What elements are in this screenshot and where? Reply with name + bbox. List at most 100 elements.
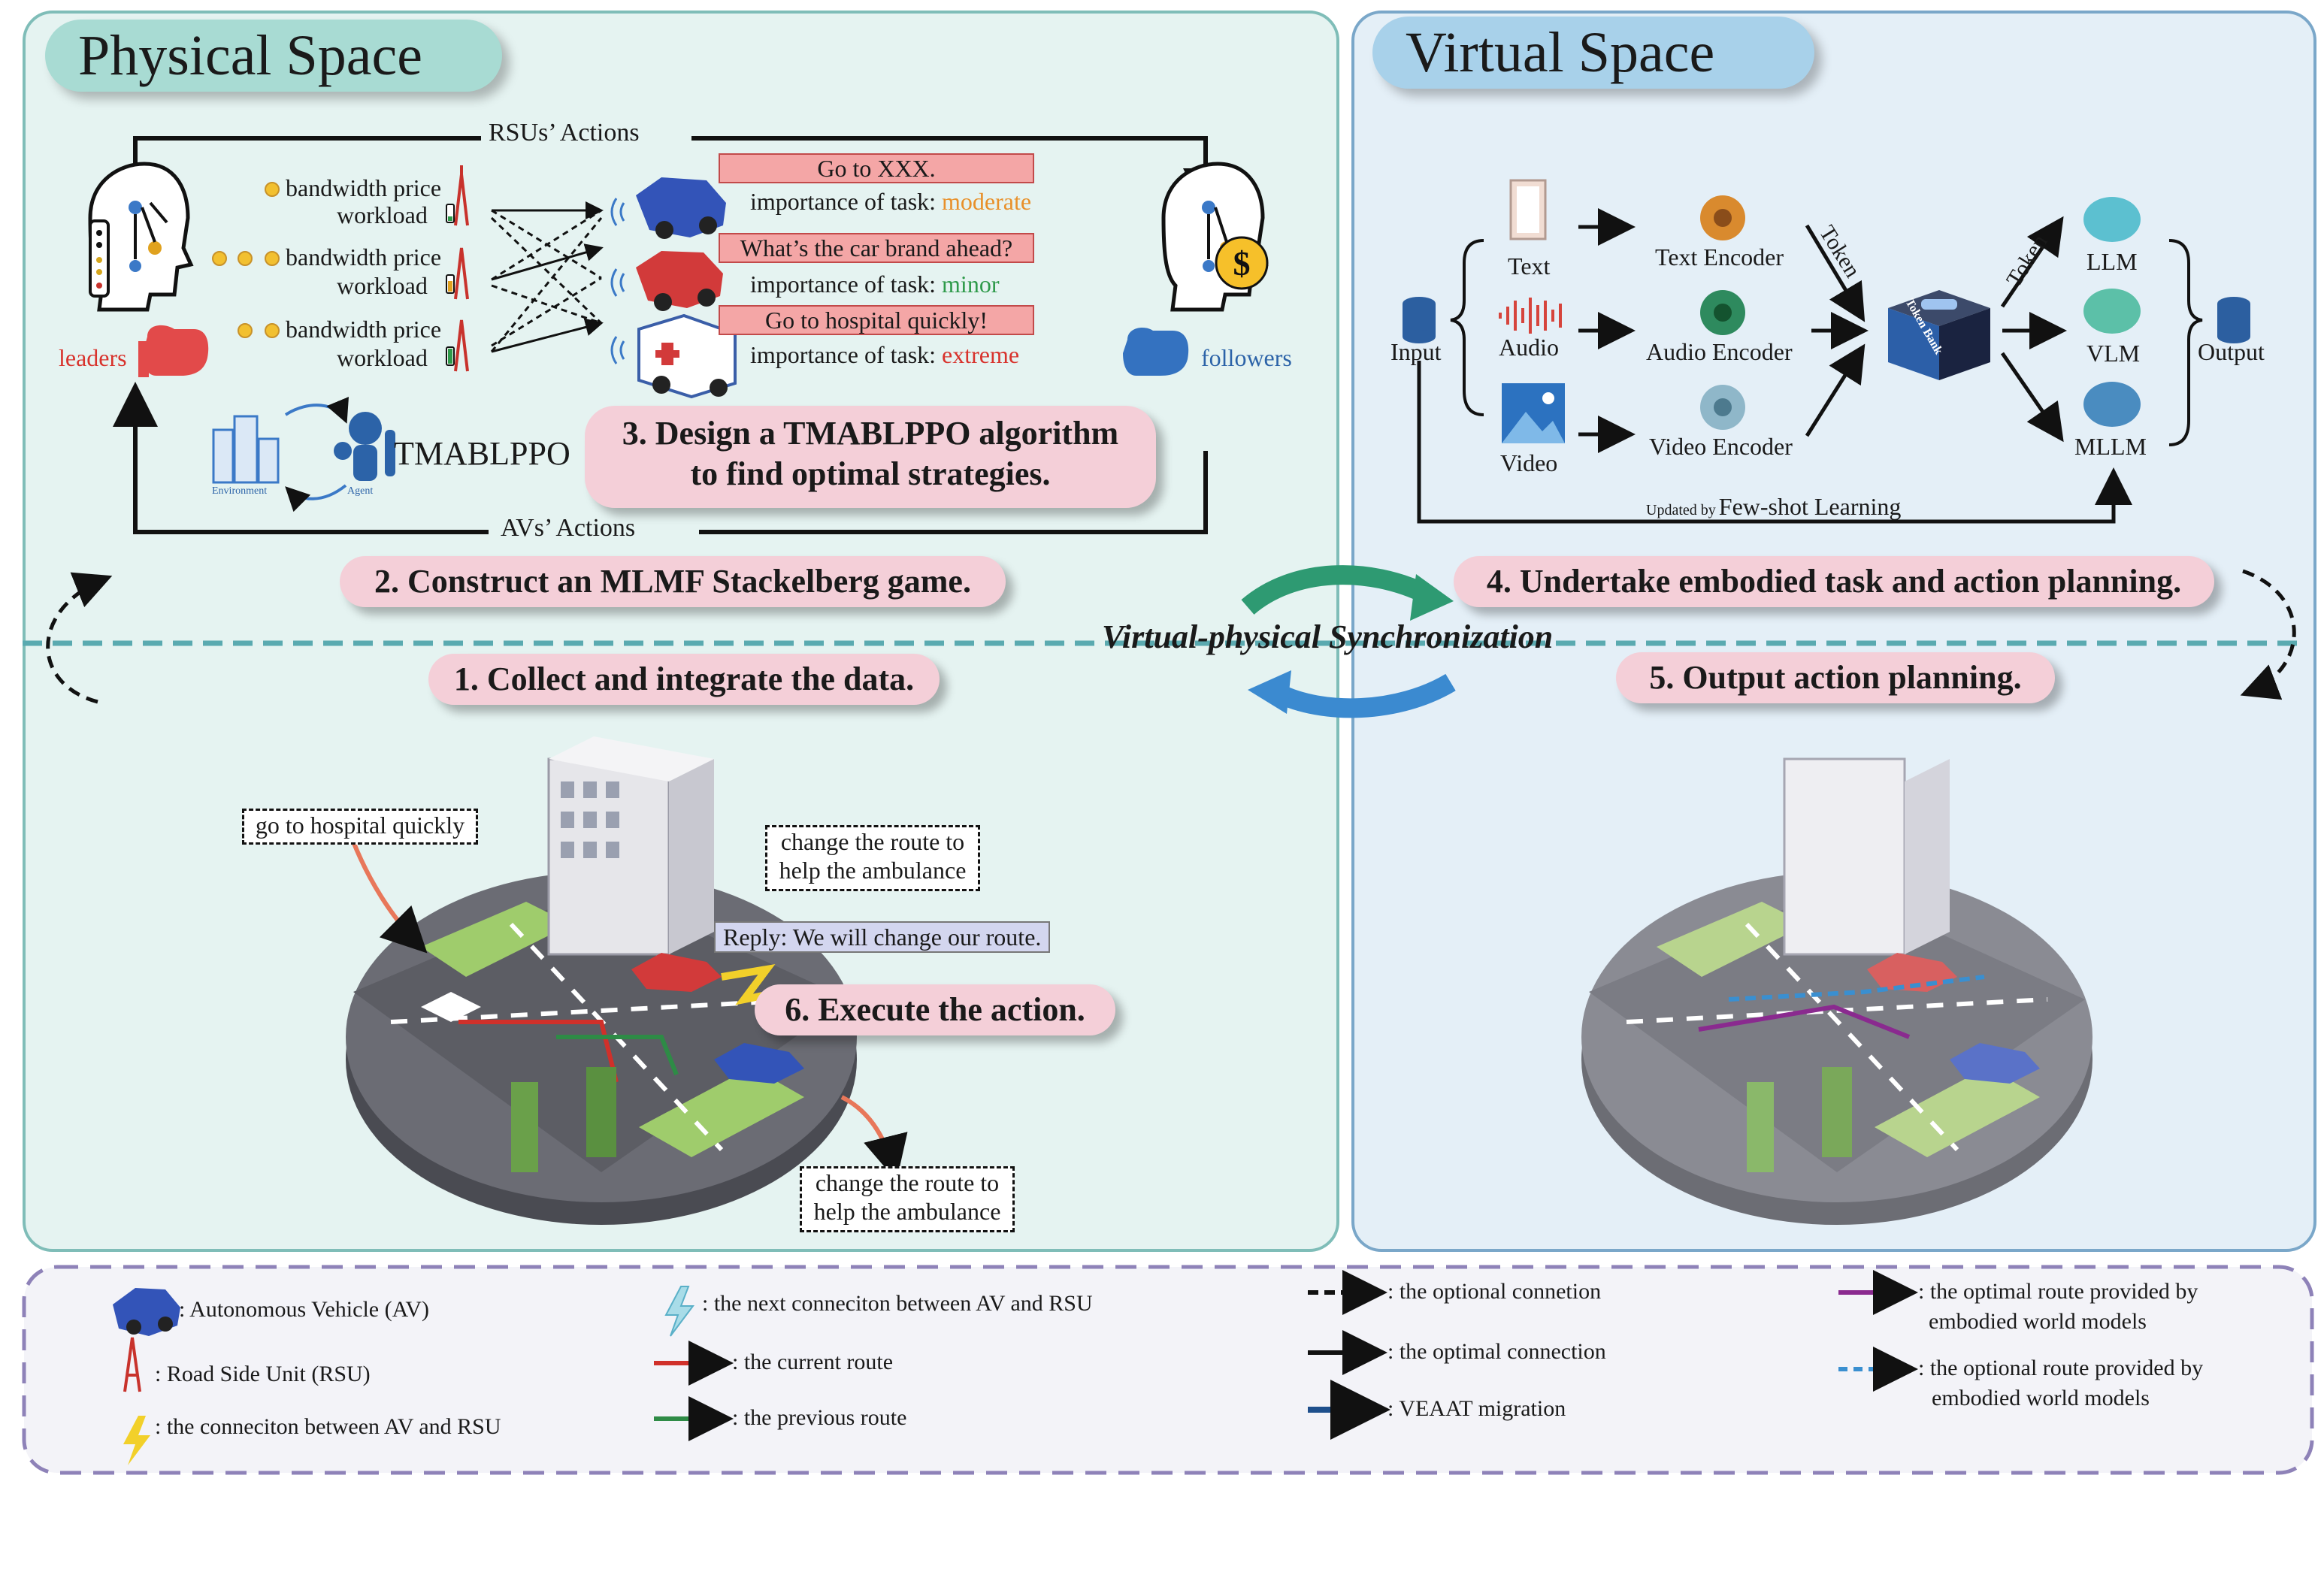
legend-optional-route-line-2: embodied world models [1932,1386,2150,1410]
agent-icon [334,412,395,481]
request-bubble-1: Go to XXX. [719,153,1034,183]
leaders-hand-icon [143,325,209,376]
step-6-pill: 6. Execute the action. [755,984,1115,1035]
few-shot-row: Updated by Few-shot Learning [1646,493,1901,521]
change-route-bottom-line-1: change the route to [815,1169,1000,1196]
text-doc-icon [1509,179,1547,240]
virtual-city-scene [1581,757,2093,1225]
video-image-icon [1502,383,1565,443]
legend-optional-connection-label: : the optional connetion [1387,1279,1602,1304]
legend-rsu-label: : Road Side Unit (RSU) [155,1362,371,1386]
change-route-note-top: change the route to help the ambulance [765,825,980,891]
legend-connection-label: : the conneciton between AV and RSU [155,1414,501,1439]
step-3-pill: 3. Design a TMABLPPO algorithm to find o… [585,406,1156,508]
request-bubble-3: Go to hospital quickly! [719,305,1034,335]
importance-label-1: importance of task: [750,188,937,215]
tmablppo-label: TMABLPPO [394,435,570,472]
legend-av-icon [113,1288,180,1336]
bandwidth-price-label-3: bandwidth price [286,316,442,343]
importance-row-2: importance of task: minor [750,271,999,298]
updated-by-label: Updated by [1646,502,1716,518]
environment-icon [212,415,280,484]
token-bank-icon [1888,290,1990,380]
output-database-icon [2217,297,2250,343]
change-route-bottom-line-2: help the ambulance [813,1198,1001,1225]
workload-label-2: workload [337,272,428,299]
modality-audio-label: Audio [1499,334,1559,361]
audio-encoder-gear-icon [1700,290,1745,335]
input-label: Input [1390,338,1442,365]
environment-label: Environment [212,485,268,497]
followers-label: followers [1201,344,1292,371]
model-vlm-label: VLM [2086,340,2141,367]
modality-video-label: Video [1500,449,1558,476]
dollar-icon: $ [1233,244,1251,283]
virtual-space-title: Virtual Space [1372,17,1814,89]
legend-lightning-icon [123,1416,150,1465]
rsus-actions-label: RSUs’ Actions [489,119,640,147]
video-encoder-gear-icon [1700,385,1745,430]
step-2-pill: 2. Construct an MLMF Stackelberg game. [340,556,1006,607]
mllm-brain-icon [2083,382,2141,427]
avs-actions-label: AVs’ Actions [501,514,636,542]
legend-next-lightning-icon [664,1286,694,1337]
reply-bubble: Reply: We will change our route. [714,921,1051,953]
followers-head-icon [1161,162,1269,312]
physical-city-scene [346,736,908,1225]
text-encoder-gear-icon [1700,195,1745,240]
followers-hand-icon [1123,328,1189,376]
step-4-pill: 4. Undertake embodied task and action pl… [1454,556,2214,607]
importance-label-2: importance of task: [750,271,937,298]
importance-row-3: importance of task: extreme [750,341,1019,369]
leaders-head-icon [88,162,194,312]
av-car-icon [636,177,726,239]
step-3-line-2: to find optimal strategies. [690,455,1051,492]
step-1-pill: 1. Collect and integrate the data. [428,654,940,705]
bandwidth-price-label-1: bandwidth price [286,174,442,201]
red-car-icon [636,251,723,311]
change-route-top-line-2: help the ambulance [779,857,967,884]
agent-label: Agent [347,485,374,497]
input-database-icon [1403,297,1436,343]
request-bubble-2: What’s the car brand ahead? [719,233,1034,263]
text-encoder-label: Text Encoder [1655,243,1784,271]
workload-label-1: workload [337,201,428,228]
change-route-top-line-1: change the route to [780,828,965,855]
vlm-brain-icon [2083,289,2141,334]
sync-label: Virtual-physical Synchronization [1102,618,1554,655]
audio-encoder-label: Audio Encoder [1646,338,1793,365]
step-5-pill: 5. Output action planning. [1616,652,2055,703]
importance-value-2: minor [942,271,1000,298]
legend-previous-route-label: : the previous route [732,1405,907,1430]
step-3-line-1: 3. Design a TMABLPPO algorithm [622,415,1119,452]
few-shot-label: Few-shot Learning [1718,493,1902,520]
llm-brain-icon [2083,197,2141,242]
go-to-hospital-note: go to hospital quickly [242,809,478,845]
legend-av-label: : Autonomous Vehicle (AV) [179,1297,430,1322]
output-label: Output [2198,338,2265,365]
workload-label-3: workload [337,344,428,371]
legend-optional-route-line-1: : the optional route provided by [1918,1356,2204,1380]
legend-rsu-icon [123,1337,141,1392]
bandwidth-price-label-2: bandwidth price [286,243,442,271]
audio-wave-icon [1499,298,1562,334]
importance-value-1: moderate [942,188,1032,215]
rsu-icon [454,165,469,372]
legend-optimal-connection-label: : the optimal connection [1387,1339,1606,1364]
physical-space-title: Physical Space [45,20,502,92]
importance-label-3: importance of task: [750,341,937,368]
legend-veaat-label: : VEAAT migration [1387,1396,1566,1421]
importance-row-1: importance of task: moderate [750,188,1031,216]
legend-box [22,1265,2314,1475]
legend-optimal-route-line-1: : the optimal route provided by [1918,1279,2198,1304]
model-mllm-label: MLLM [2074,433,2147,460]
video-encoder-label: Video Encoder [1649,433,1793,460]
leaders-label: leaders [59,344,127,371]
change-route-note-bottom: change the route to help the ambulance [800,1166,1015,1232]
ambulance-icon [637,313,737,399]
model-llm-label: LLM [2086,248,2138,275]
modality-text-label: Text [1508,252,1551,280]
legend-optimal-route-line-2: embodied world models [1929,1309,2147,1334]
legend-next-connection-label: : the next conneciton between AV and RSU [702,1291,1093,1316]
